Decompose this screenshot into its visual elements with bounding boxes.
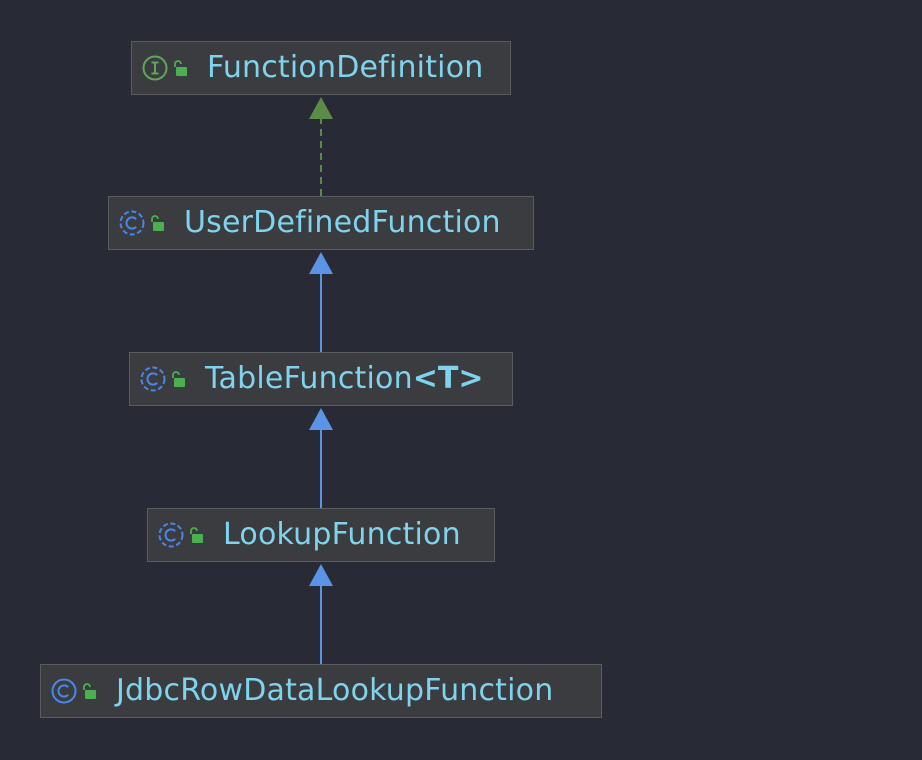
edge-extends-arrowhead	[309, 408, 333, 430]
node-jdbc-row-data-lookup-function[interactable]: JdbcRowDataLookupFunction	[40, 664, 602, 718]
abstract-class-icon	[157, 521, 185, 549]
node-user-defined-function[interactable]: UserDefinedFunction	[108, 196, 534, 250]
edge-implements-arrowhead	[309, 97, 333, 119]
public-lock-icon	[148, 214, 166, 232]
node-function-definition[interactable]: FunctionDefinition	[131, 41, 511, 95]
edge-extends-arrowhead	[309, 252, 333, 274]
node-label: JdbcRowDataLookupFunction	[116, 673, 554, 708]
interface-icon	[141, 54, 169, 82]
node-generic-parameter: <T>	[412, 361, 484, 396]
public-lock-icon	[171, 59, 189, 77]
node-label: FunctionDefinition	[207, 50, 484, 85]
edge-extends-arrowhead	[309, 564, 333, 586]
abstract-class-icon	[139, 365, 167, 393]
node-label: LookupFunction	[223, 517, 461, 552]
class-icon	[50, 677, 78, 705]
node-lookup-function[interactable]: LookupFunction	[147, 508, 495, 562]
abstract-class-icon	[118, 209, 146, 237]
node-label: UserDefinedFunction	[184, 205, 501, 240]
public-lock-icon	[169, 370, 187, 388]
node-label: TableFunction	[205, 361, 413, 396]
node-table-function[interactable]: TableFunction<T>	[129, 352, 513, 406]
public-lock-icon	[80, 682, 98, 700]
public-lock-icon	[187, 526, 205, 544]
